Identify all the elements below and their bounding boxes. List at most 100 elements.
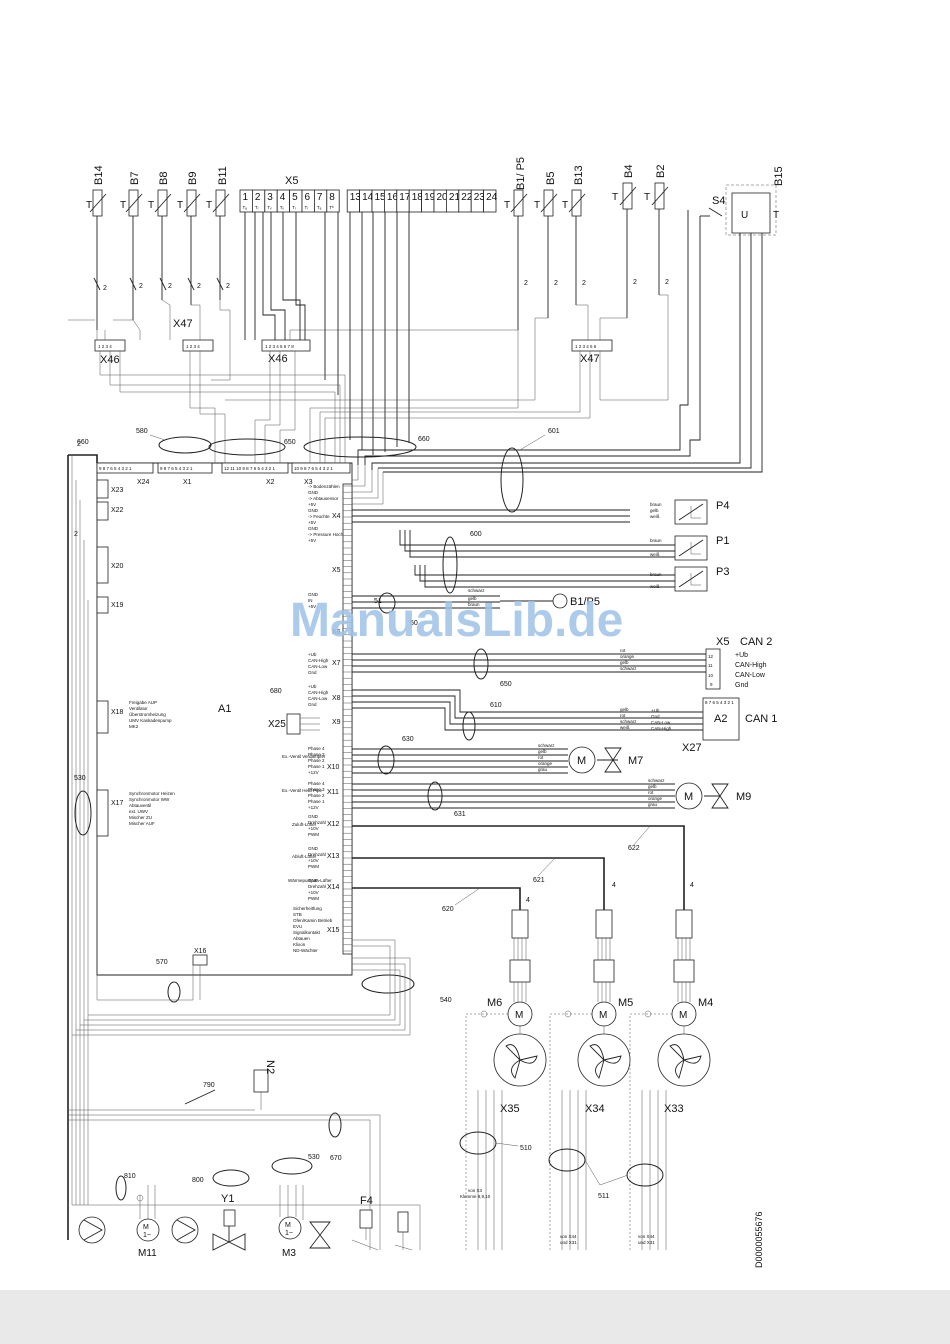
svg-text:12: 12 [708, 654, 714, 659]
svg-text:gelb: gelb [538, 749, 547, 754]
svg-text:+Ub: +Ub [308, 652, 317, 657]
x5-cell-number: 22 [461, 192, 473, 203]
svg-text:A1: A1 [218, 703, 231, 715]
svg-text:gelb: gelb [648, 784, 657, 789]
svg-text:S4: S4 [712, 195, 725, 207]
svg-text:T: T [612, 192, 618, 203]
svg-text:2: 2 [226, 283, 230, 290]
svg-text:+12V: +12V [308, 770, 319, 775]
x5-cell-sublabel: Tᵥ [280, 205, 285, 210]
svg-text:10: 10 [708, 673, 714, 678]
x5-cell-number: 20 [437, 192, 449, 203]
svg-text:X5: X5 [285, 175, 298, 187]
svg-text:PWM: PWM [308, 896, 319, 901]
pressure-sensors: P4 P1 P3 [674, 499, 729, 592]
sensor-b7: T B7 [120, 172, 143, 262]
svg-text:GND: GND [308, 592, 319, 597]
svg-text:Ex.-Ventil Heat Pipe: Ex.-Ventil Heat Pipe [282, 788, 323, 793]
x5-cell-number: 23 [474, 192, 486, 203]
sensor-b5: T B5 2 [534, 172, 558, 318]
svg-text:von X3: von X3 [468, 1188, 483, 1193]
svg-text:orange: orange [538, 761, 553, 766]
svg-text:1 2 3 4 5 6: 1 2 3 4 5 6 [575, 344, 597, 349]
svg-text:Phase 1: Phase 1 [308, 799, 325, 804]
svg-text:gelb: gelb [620, 707, 629, 712]
svg-text:EVU: EVU [293, 924, 302, 929]
svg-text:GND: GND [308, 490, 319, 495]
svg-text:Mischer ZU: Mischer ZU [129, 815, 152, 820]
svg-text:Überstromheizung: Überstromheizung [129, 711, 166, 717]
svg-text:B1/ P5: B1/ P5 [515, 157, 527, 190]
svg-text:610: 610 [490, 702, 502, 709]
svg-text:PWM: PWM [308, 864, 319, 869]
board-right-terminal-texts: -> Bodenzählen GND -> Abtausensor +5V GN… [282, 484, 344, 953]
svg-text:X34: X34 [585, 1103, 605, 1115]
svg-text:GND: GND [308, 508, 319, 513]
svg-text:530: 530 [308, 1154, 320, 1161]
svg-text:X8: X8 [332, 695, 341, 702]
svg-text:STB: STB [293, 912, 302, 917]
svg-text:X11: X11 [327, 789, 339, 796]
svg-text:X25: X25 [268, 719, 286, 730]
svg-text:CAN-Low: CAN-Low [735, 672, 766, 679]
x5-cell-number: 15 [375, 192, 387, 203]
sensor-b2: T B2 2 [644, 165, 669, 295]
svg-text:+5V: +5V [308, 604, 316, 609]
sensor-b8-label: B8 [158, 172, 170, 185]
x5-cell-number: 5 [292, 192, 298, 203]
svg-text:von X44: von X44 [560, 1234, 577, 1239]
svg-text:Phase 4: Phase 4 [308, 746, 325, 751]
svg-text:Gnd: Gnd [651, 714, 660, 719]
fan-label: M4 [698, 997, 713, 1009]
svg-text:622: 622 [628, 845, 640, 852]
svg-text:Freigabe AUP: Freigabe AUP [129, 700, 157, 705]
svg-text:-> Feuchte: -> Feuchte [308, 514, 330, 519]
svg-text:CAN 1: CAN 1 [745, 713, 777, 725]
svg-text:Drehzahl: Drehzahl [308, 884, 326, 889]
svg-text:810: 810 [124, 1173, 136, 1180]
x5-cell-number: 8 [329, 192, 335, 203]
svg-text:M: M [285, 1222, 291, 1229]
svg-text:X12: X12 [327, 821, 340, 828]
svg-text:X10: X10 [327, 764, 340, 771]
svg-text:weiß: weiß [620, 725, 630, 730]
x5-cell-sublabel: Tᵣ [255, 205, 259, 210]
svg-text:+10V: +10V [308, 826, 319, 831]
svg-text:X23: X23 [111, 487, 124, 494]
svg-text:CAN-High: CAN-High [308, 658, 329, 663]
svg-text:Ofen/Kamin Betrieb: Ofen/Kamin Betrieb [293, 918, 333, 923]
svg-text:X33: X33 [664, 1103, 684, 1115]
svg-text:X17: X17 [111, 800, 124, 807]
svg-text:510: 510 [520, 1145, 532, 1152]
svg-text:X22: X22 [111, 507, 124, 514]
svg-text:braun: braun [650, 502, 662, 507]
svg-text:Y1: Y1 [221, 1193, 234, 1205]
svg-text:Gnd: Gnd [308, 670, 317, 675]
x5-cell-sublabel: Tᵥ [267, 205, 272, 210]
svg-text:11: 11 [708, 663, 713, 668]
connector-x47-left: 1 2 3 4 X47 [173, 318, 214, 352]
svg-text:T: T [86, 200, 92, 211]
svg-text:Abtauventil: Abtauventil [129, 803, 151, 808]
x5-cell-sublabel: Tₐ [317, 205, 322, 210]
svg-text:GND: GND [308, 878, 319, 883]
fan-label: M6 [487, 997, 502, 1009]
svg-text:50: 50 [410, 620, 418, 627]
svg-text:B15: B15 [773, 166, 785, 186]
svg-text:1 2 3 4: 1 2 3 4 [98, 344, 112, 349]
x5-cell-number: 19 [424, 192, 436, 203]
svg-text:rot: rot [620, 713, 626, 718]
svg-text:von X44: von X44 [638, 1234, 655, 1239]
svg-text:T: T [534, 200, 540, 211]
svg-text:A2: A2 [714, 713, 727, 725]
svg-text:CAN-Low: CAN-Low [651, 720, 671, 725]
cable-markers-mid: 600 51 50 [374, 531, 482, 627]
svg-text:X3: X3 [304, 479, 313, 486]
svg-text:+Ub: +Ub [651, 708, 660, 713]
board-left-connectors: X23 X22 X20 X19 X18 X17 Freigabe AUP Ven… [96, 479, 208, 966]
svg-text:T: T [206, 200, 212, 211]
svg-text:B2: B2 [655, 165, 667, 178]
svg-text:schwarz: schwarz [620, 666, 637, 671]
x5-cell-number: 24 [486, 192, 498, 203]
